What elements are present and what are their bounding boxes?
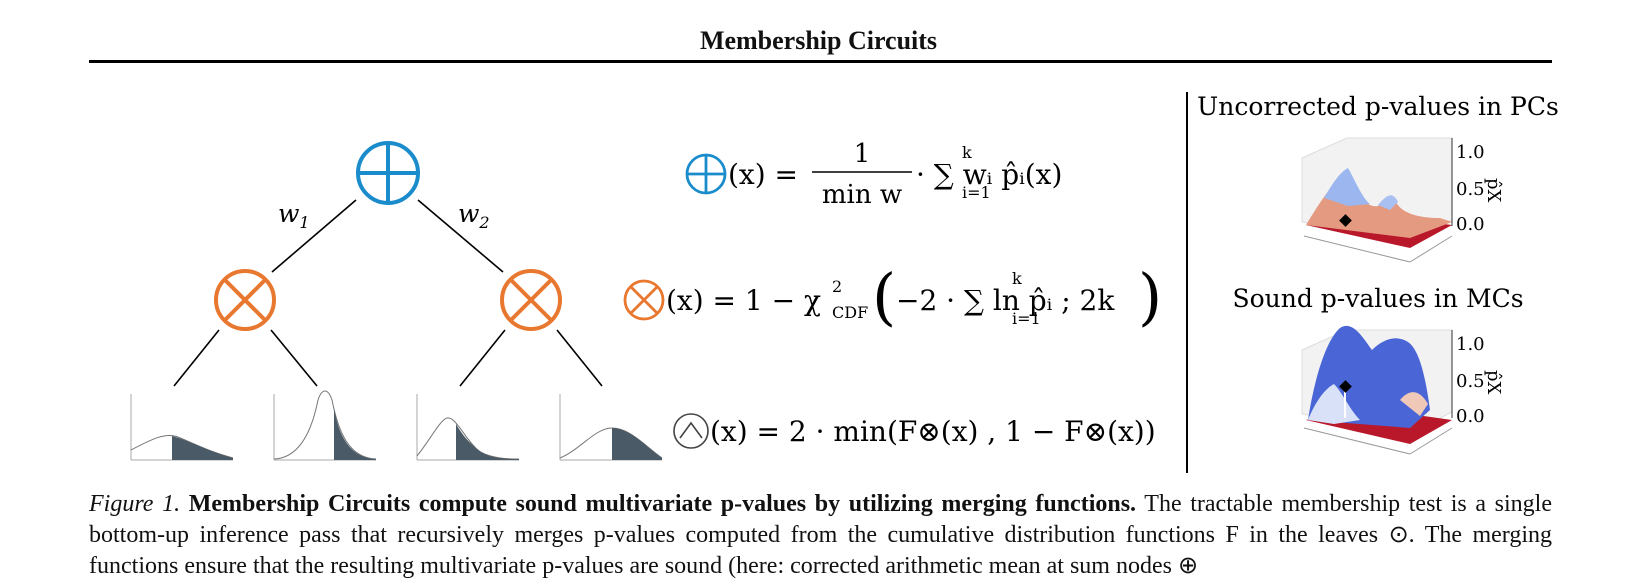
tick-label: 0.5	[1456, 371, 1485, 392]
product-eq-lhs: (x) = 1 − χ	[666, 284, 821, 317]
figure-caption: Figure 1. Membership Circuits compute so…	[89, 489, 1552, 582]
product-eq-chi-sup: 2	[832, 277, 842, 296]
tick-label: 0.5	[1456, 179, 1485, 200]
figure: w1 w2	[130, 92, 1559, 473]
circuit-diagram: w1 w2	[130, 141, 663, 461]
tick-label: 1.0	[1456, 142, 1485, 163]
equation-product: (x) = 1 − χ 2 CDF ( −2 · ∑ ln p̂ᵢ ; 2k k…	[623, 260, 1162, 333]
paren-open: (	[872, 260, 896, 333]
product-eq-upper: k	[1012, 269, 1022, 288]
plot-uncorrected: Uncorrected p-values in PCs 1.0 0.5 0.0 …	[1197, 92, 1559, 263]
axis-label: p̂X	[1483, 178, 1504, 203]
sum-eq-rhs: · ∑ wᵢ p̂ᵢ(x)	[916, 158, 1062, 191]
tick-label: 0.0	[1456, 406, 1485, 427]
equation-min: (x) = 2 · min(F⊗(x) , 1 − F⊗(x))	[673, 413, 1156, 449]
caption-bold: Membership Circuits compute sound multiv…	[188, 491, 1137, 517]
product-eq-lower: i=1	[1012, 309, 1041, 328]
plot-bottom-title: Sound p-values in MCs	[1232, 284, 1523, 313]
sum-eq-denominator: min w	[822, 180, 902, 210]
product-eq-body: −2 · ∑ ln p̂ᵢ ; 2k	[896, 284, 1115, 317]
product-node-icon	[623, 279, 665, 321]
product-eq-chi-sub: CDF	[832, 303, 868, 322]
caption-label: Figure 1.	[89, 491, 181, 517]
sum-eq-numerator: 1	[854, 139, 871, 169]
leaf-distribution-icon	[130, 394, 234, 461]
equation-sum: (x) = 1 min w · ∑ wᵢ p̂ᵢ(x) k i=1	[685, 139, 1062, 210]
product-node-icon	[214, 269, 276, 331]
tick-label: 0.0	[1456, 214, 1485, 235]
tick-label: 1.0	[1456, 334, 1485, 355]
sum-eq-lower: i=1	[962, 183, 991, 202]
sum-node-icon	[356, 141, 420, 205]
sum-node-icon	[685, 153, 727, 195]
axis-label: p̂X	[1483, 370, 1504, 395]
page-title: Membership Circuits	[699, 26, 938, 55]
edge-label-w2: w2	[458, 199, 490, 232]
sum-eq-lhs: (x) =	[728, 158, 798, 191]
caption-text-line2: is a single bottom-up inference pass tha…	[89, 491, 1553, 548]
caption-text-line1: The tractable membership test	[1144, 491, 1443, 517]
edge-label-w1: w1	[278, 199, 310, 232]
min-node-icon	[673, 413, 709, 449]
plot-sound: Sound p-values in MCs 1.0 0.5 0.0 p̂X	[1232, 284, 1524, 455]
sum-eq-upper: k	[962, 143, 972, 162]
leaf-distribution-icon	[559, 394, 663, 461]
plot-top-title: Uncorrected p-values in PCs	[1197, 92, 1559, 121]
leaf-distribution-icon	[273, 390, 377, 461]
min-eq-text: (x) = 2 · min(F⊗(x) , 1 − F⊗(x))	[710, 415, 1156, 448]
header-rule	[89, 60, 1552, 63]
paren-close: )	[1138, 260, 1162, 333]
leaf-distribution-icon	[416, 394, 520, 461]
product-node-icon	[500, 269, 562, 331]
